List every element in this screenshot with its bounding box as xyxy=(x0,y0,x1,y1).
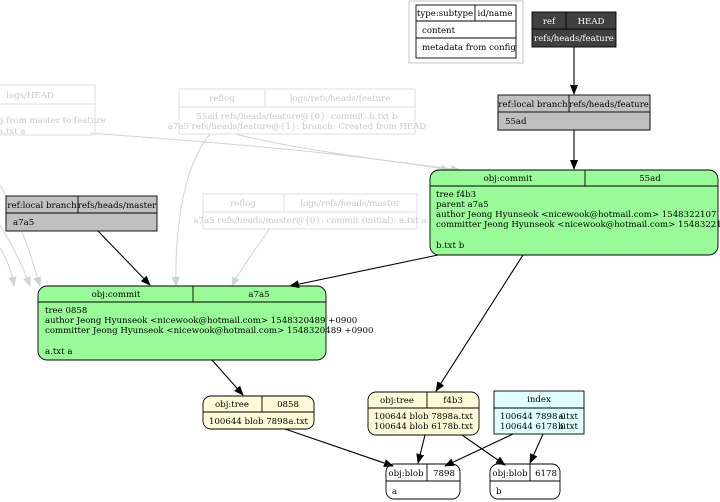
reflog-master-name: logs/refs/heads/master xyxy=(300,199,400,209)
ref-head-node[interactable]: ref HEAD refs/heads/feature xyxy=(531,11,617,48)
reflog-feature-line1: 55ad refs/heads/feature@{0}: commit: b.t… xyxy=(196,112,398,122)
reflog-head-name: logs/HEAD xyxy=(6,91,54,101)
blob-6178-id: 6178 xyxy=(535,469,557,479)
commit-55ad-line-committer: committer Jeong Hyunseok <nicewook@hotma… xyxy=(436,220,720,230)
ref-master-name: refs/heads/master xyxy=(78,201,157,211)
tree-0858-type: obj:tree xyxy=(215,400,249,410)
commit-55ad-id: 55ad xyxy=(639,174,661,184)
tree-f4b3-entry-a: 100644 blob 7898 xyxy=(374,412,453,422)
commit-a7a5-node[interactable]: obj:commit a7a5 tree 0858 author Jeong H… xyxy=(37,285,373,361)
ref-head-type: ref xyxy=(543,17,556,27)
ref-master-value: a7a5 xyxy=(13,218,34,228)
legend-content: content xyxy=(422,26,456,36)
tree-f4b3-file-a: a.txt xyxy=(453,412,473,422)
reflog-feature-node[interactable]: reflog logs/refs/heads/feature 55ad refs… xyxy=(168,88,427,135)
commit-a7a5-type: obj:commit xyxy=(92,290,141,300)
ref-feature-type: ref:local branch xyxy=(498,100,568,110)
index-file-a: a.txt xyxy=(558,412,578,422)
ref-master-node[interactable]: ref:local branch refs/heads/master a7a5 xyxy=(5,195,158,232)
tree-f4b3-type: obj:tree xyxy=(380,396,414,406)
legend-metadata: metadata from config xyxy=(422,43,516,53)
tree-f4b3-node[interactable]: obj:tree f4b3 100644 blob 7898 a.txt 100… xyxy=(367,391,480,436)
commit-55ad-line-tree: tree f4b3 xyxy=(436,190,476,200)
ref-feature-node[interactable]: ref:local branch refs/heads/feature 55ad xyxy=(497,94,651,131)
reflog-head-line1: g from master to feature xyxy=(0,116,106,126)
blob-6178-type: obj:blob xyxy=(492,469,528,479)
tree-f4b3-file-b: b.txt xyxy=(453,422,474,432)
reflog-master-type: reflog xyxy=(230,199,256,209)
index-node[interactable]: index 100644 7898 0 a.txt 100644 6178 0 … xyxy=(493,390,585,435)
ref-feature-name: refs/heads/feature xyxy=(569,100,649,110)
tree-f4b3-id: f4b3 xyxy=(443,396,463,406)
legend-type-subtype: type:subtype xyxy=(417,9,473,19)
index-entry-b: 100644 6178 0 xyxy=(500,422,566,432)
tree-f4b3-entry-b: 100644 blob 6178 xyxy=(374,422,453,432)
ref-head-value: refs/heads/feature xyxy=(534,34,614,44)
reflog-feature-name: logs/refs/heads/feature xyxy=(290,94,391,104)
ref-feature-value: 55ad xyxy=(505,117,527,127)
commit-a7a5-line-author: author Jeong Hyunseok <nicewook@hotmail.… xyxy=(45,316,357,326)
index-title: index xyxy=(527,395,551,405)
commit-55ad-line-parent: parent a7a5 xyxy=(436,200,489,210)
tree-0858-entry: 100644 blob 7898 xyxy=(209,417,288,427)
reflog-feature-line2: a7a5 refs/heads/feature@{1}: branch: Cre… xyxy=(168,122,427,132)
blob-7898-type: obj:blob xyxy=(388,469,424,479)
tree-0858-node[interactable]: obj:tree 0858 100644 blob 7898 a.txt xyxy=(202,395,315,430)
ref-head-name: HEAD xyxy=(578,17,605,27)
reflog-master-node[interactable]: reflog logs/refs/heads/master a7a5 refs/… xyxy=(193,193,427,230)
tree-0858-file: a.txt xyxy=(288,417,308,427)
commit-55ad-type: obj:commit xyxy=(484,174,533,184)
reflog-head-line2: a.txt a xyxy=(0,127,25,137)
blob-7898-content: a xyxy=(392,487,397,497)
blob-6178-node[interactable]: obj:blob 6178 b xyxy=(489,463,561,500)
commit-a7a5-line-tree: tree 0858 xyxy=(45,306,87,316)
commit-a7a5-line-message: a.txt a xyxy=(45,347,72,357)
commit-a7a5-line-committer: committer Jeong Hyunseok <nicewook@hotma… xyxy=(45,326,373,336)
commit-a7a5-id: a7a5 xyxy=(248,290,269,300)
reflog-feature-type: reflog xyxy=(209,94,235,104)
blob-7898-id: 7898 xyxy=(433,469,455,479)
commit-55ad-node[interactable]: obj:commit 55ad tree f4b3 parent a7a5 au… xyxy=(429,169,720,256)
reflog-edges xyxy=(0,132,461,287)
reflog-head-node[interactable]: logs/HEAD g from master to feature a.txt… xyxy=(0,84,106,137)
legend-id-name: id/name xyxy=(477,9,512,19)
commit-55ad-line-author: author Jeong Hyunseok <nicewook@hotmail.… xyxy=(436,210,720,220)
index-file-b: b.txt xyxy=(558,422,579,432)
object-edges xyxy=(97,47,578,467)
blob-6178-content: b xyxy=(496,487,502,497)
legend: type:subtype id/name content metadata fr… xyxy=(408,0,524,64)
reflog-master-line1: a7a5 refs/heads/master@{0}: commit (init… xyxy=(193,215,426,226)
ref-master-type: ref:local branch xyxy=(7,201,77,211)
index-entry-a: 100644 7898 0 xyxy=(500,412,566,422)
blob-7898-node[interactable]: obj:blob 7898 a xyxy=(385,463,461,500)
commit-55ad-line-message: b.txt b xyxy=(436,241,465,251)
tree-0858-id: 0858 xyxy=(277,400,299,410)
